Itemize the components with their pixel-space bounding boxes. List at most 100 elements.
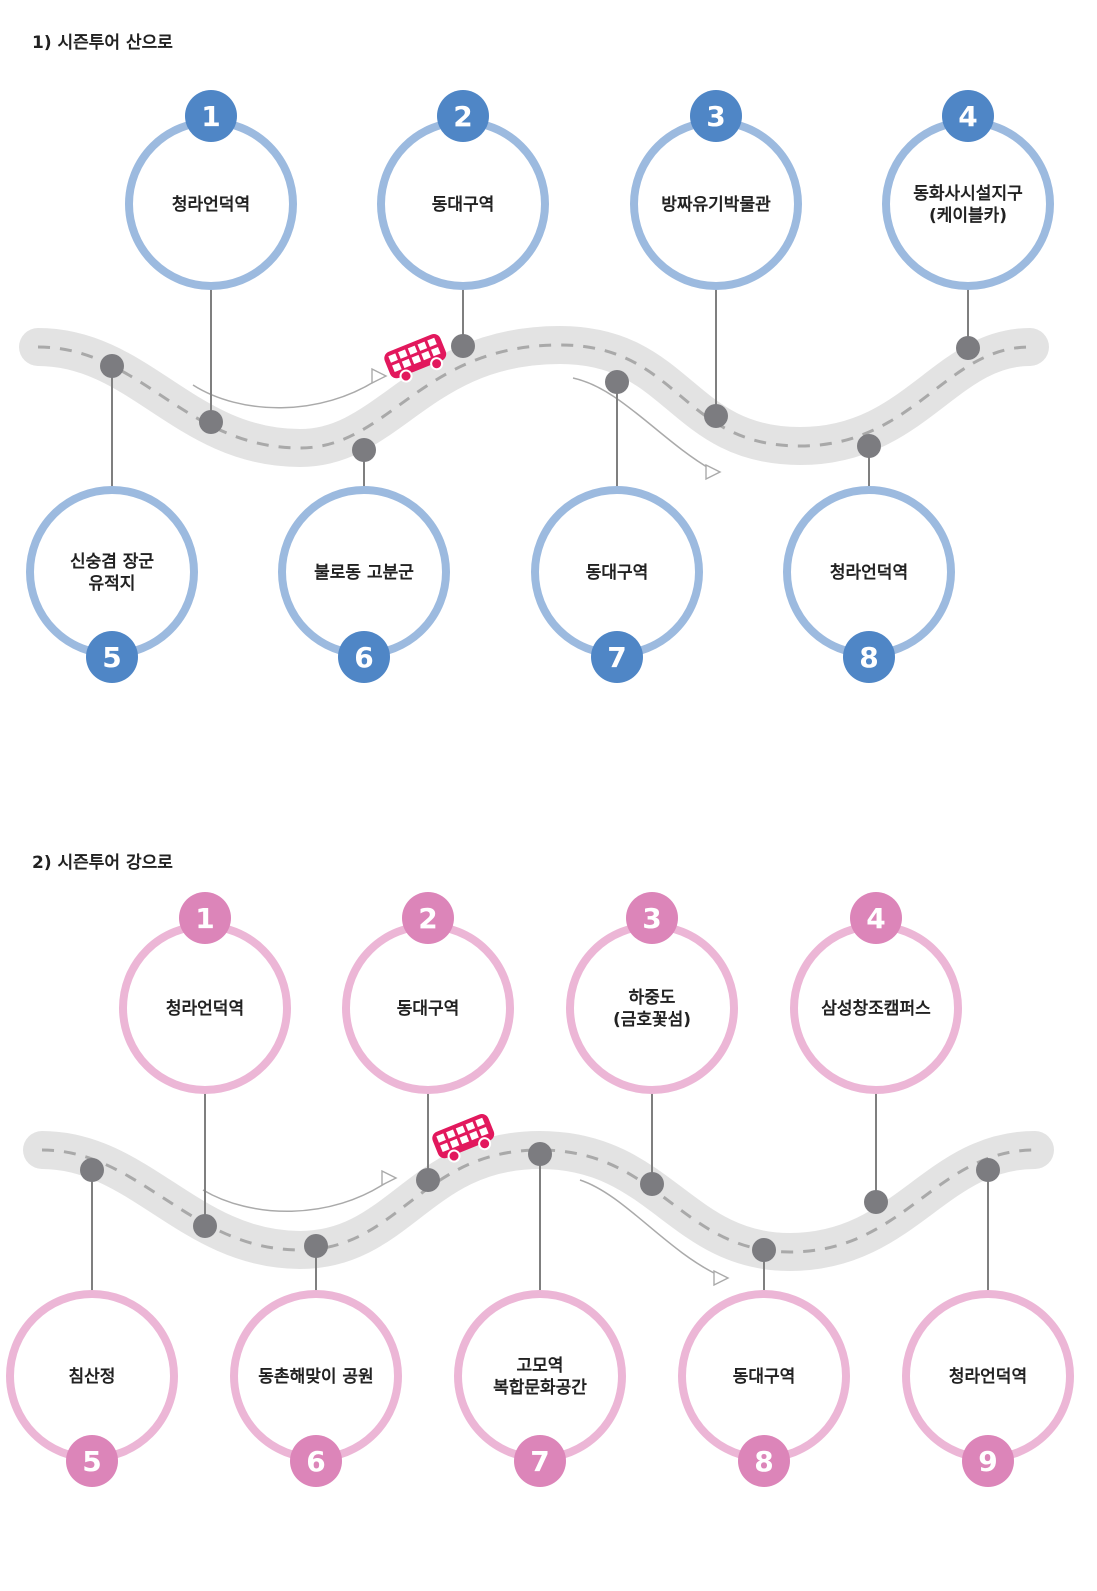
stop-3: 하중도(금호꽃섬)3 [566,892,738,1196]
bus-window-upper [407,345,418,355]
section-title-river: 2) 시즌투어 강으로 [32,853,173,873]
stop-8: 청라언덕역 8 [783,434,955,683]
bus-icon [432,1114,495,1163]
bus-window-lower [401,358,412,369]
bus-window-upper [398,349,408,359]
route-node [193,1214,217,1238]
stop-circle [566,922,738,1094]
stop-number-badge [690,90,742,142]
arrow-icon [192,377,381,409]
stop-label: 동대구역 [586,563,649,583]
stop-number: 9 [978,1445,997,1478]
stop-number: 5 [82,1445,101,1478]
route-node [100,354,124,378]
stop-circle [454,1290,626,1462]
stop-label: 고모역 [517,1356,564,1376]
bus-window-upper [446,1129,456,1139]
bus-window-lower [440,1142,450,1153]
stop-label: 청라언덕역 [949,1366,1027,1387]
arrow-icon [572,377,713,471]
stop-label: 유적지 [89,574,136,594]
stop-label: 동화사시설지구 [913,184,1023,204]
stop-number: 7 [607,641,626,674]
route-node [956,336,980,360]
stop-number-badge [942,90,994,142]
route-node [352,438,376,462]
stop-circle [882,118,1054,290]
bus-window-upper [427,337,437,347]
stop-circle [26,486,198,658]
route-node [199,410,223,434]
stop-7: 동대구역 7 [531,370,703,683]
arrow-icon [579,1179,721,1277]
section-title-mountain: 1) 시즌투어 산으로 [32,33,173,53]
stop-label: 복합문화공간 [493,1377,587,1398]
stop-9: 청라언덕역 9 [902,1158,1074,1487]
stop-1: 청라언덕역 1 [119,892,291,1238]
bus-window-lower [431,346,441,357]
arrow-head [705,463,722,481]
stop-number-badge [437,90,489,142]
stop-number-badge [86,631,138,683]
stop-6: 동촌해맞이 공원6 [230,1234,402,1487]
stop-number: 4 [958,100,977,133]
stop-2: 동대구역 2 [377,90,549,358]
route-node [528,1142,552,1166]
route-node [752,1238,776,1262]
arrow-head [381,1169,398,1187]
bus-window-upper [388,353,398,363]
stop-label: (금호꽃섬) [613,1010,691,1030]
stop-number-badge [290,1435,342,1487]
stop-number: 2 [453,100,472,133]
stop-number: 1 [201,100,220,133]
bus-window-upper [436,1133,446,1143]
stop-number: 4 [866,902,885,935]
stop-label: 불로동 고분군 [314,563,414,583]
stop-label: 동대구역 [432,195,495,215]
route-node [80,1158,104,1182]
stop-label: (케이블카) [929,206,1007,226]
bus-window-lower [411,354,422,365]
stop-number: 7 [530,1445,549,1478]
stop-label: 청라언덕역 [830,562,908,583]
arrow-line [202,1179,391,1213]
arrow-line [579,1179,721,1277]
route-node [857,434,881,458]
bus-window-upper [475,1117,485,1127]
bus-window-upper [417,341,428,351]
stop-number-badge [179,892,231,944]
arrow-icon [202,1179,391,1213]
stop-number-badge [626,892,678,944]
stop-5: 침산정 5 [6,1158,178,1487]
stop-number: 6 [306,1445,325,1478]
stop-number: 3 [706,100,725,133]
bus-wheel [478,1137,492,1151]
stop-label: 신숭겸 장군 [70,552,154,572]
stop-number-badge [66,1435,118,1487]
stop-number: 8 [859,641,878,674]
stop-number: 5 [102,641,121,674]
route-node [640,1172,664,1196]
road-centerline [41,1148,1036,1254]
bus-window-lower [459,1134,470,1145]
stop-number: 1 [195,902,214,935]
bus-wheel [447,1149,461,1163]
stop-label: 하중도 [629,988,676,1008]
route-node [605,370,629,394]
stop-label: 청라언덕역 [166,998,244,1019]
stop-number-badge [338,631,390,683]
bus-window-lower [421,350,431,361]
stop-label: 침산정 [69,1366,116,1387]
route-node [416,1168,440,1192]
stop-number-badge [591,631,643,683]
bus-window-lower [469,1130,479,1141]
route-node [864,1190,888,1214]
arrow-head [371,367,388,385]
road-mountain [19,325,1049,468]
route-node [704,404,728,428]
